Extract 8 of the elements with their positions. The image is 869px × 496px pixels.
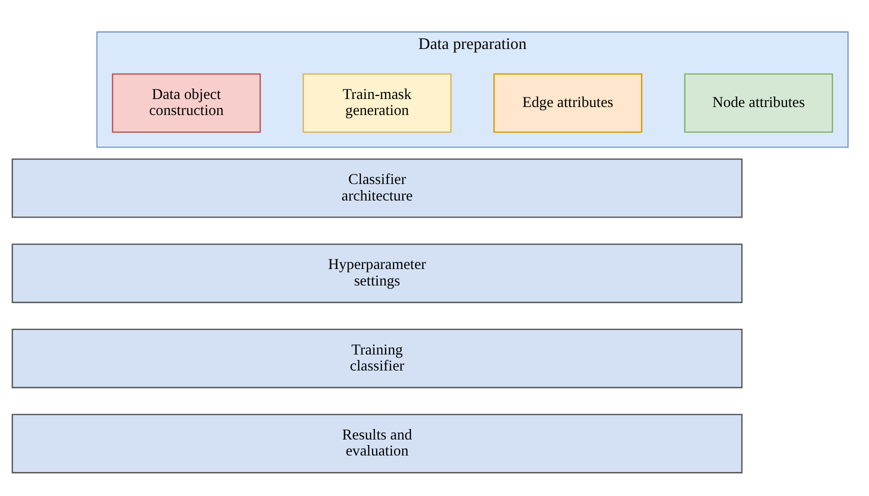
node-box: Data object construction	[112, 73, 261, 133]
node-box: Classifier architecture	[12, 158, 743, 218]
node-box: Train-mask generation	[302, 73, 452, 133]
node-box: Edge attributes	[493, 73, 642, 133]
node-box: Results and evaluation	[12, 414, 743, 474]
node-box: Hyperparameter settings	[12, 244, 743, 304]
node-box: Node attributes	[684, 73, 834, 133]
node-box: Training classifier	[12, 328, 743, 388]
